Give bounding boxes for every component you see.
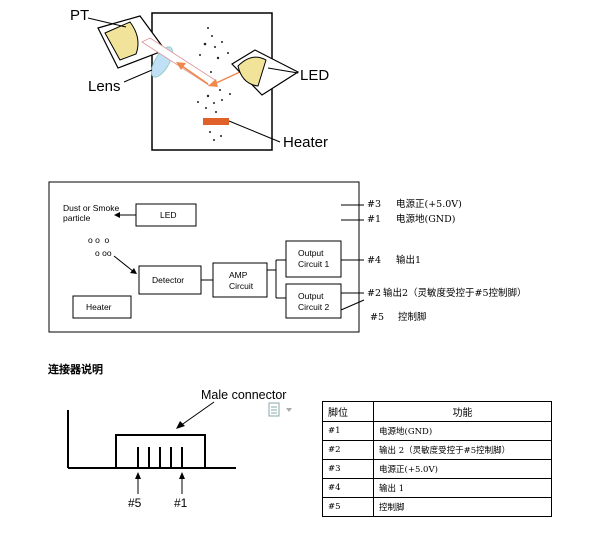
particles bbox=[197, 27, 231, 141]
pin5-lead bbox=[340, 299, 365, 311]
pin1-desc: 电源地(GND) bbox=[396, 213, 455, 225]
pin4-desc: 输出1 bbox=[396, 254, 421, 266]
amp-label-2: Circuit bbox=[229, 281, 254, 291]
table-row: #4 输出 1 bbox=[322, 478, 552, 498]
out1-label-1: Output bbox=[298, 248, 324, 258]
table-row: #2 输出 2（灵敏度受控于#5控制脚） bbox=[322, 440, 552, 460]
amp-box bbox=[212, 262, 268, 298]
table-row: #1 电源地(GND) bbox=[322, 421, 552, 441]
pin2-num: #2 bbox=[367, 288, 381, 299]
emit-arrowhead bbox=[208, 79, 218, 87]
pt-label: PT bbox=[70, 7, 89, 24]
led-box-label: LED bbox=[160, 210, 177, 220]
pin-cell: #1 bbox=[322, 421, 374, 441]
pin4-num: #4 bbox=[367, 255, 381, 266]
pin3-desc: 电源正(+5.0V) bbox=[396, 198, 462, 210]
male-connector-leader bbox=[179, 401, 215, 427]
led-label: LED bbox=[300, 67, 329, 84]
pin1-num: #1 bbox=[367, 214, 381, 225]
header-pin: 脚位 bbox=[322, 401, 374, 422]
scatter-arrow bbox=[181, 65, 209, 85]
pin1-arrowhead bbox=[179, 472, 185, 479]
led-arrowhead bbox=[114, 212, 120, 218]
detector-arrowhead bbox=[130, 268, 137, 274]
out2-label-1: Output bbox=[298, 291, 324, 301]
header-function: 功能 bbox=[373, 401, 552, 422]
table-row: #3 电源正(+5.0V) bbox=[322, 459, 552, 479]
heater-leader bbox=[228, 120, 281, 143]
connector-pins bbox=[137, 447, 183, 468]
detector-label: Detector bbox=[152, 275, 184, 285]
pin5-arrowhead bbox=[135, 472, 141, 479]
output-circuit-1-box bbox=[285, 240, 342, 278]
pin2-desc: 输出2（灵敏度受控于#5控制脚） bbox=[383, 287, 527, 299]
light-path bbox=[141, 37, 216, 87]
function-cell: 控制脚 bbox=[373, 497, 552, 517]
detector-box bbox=[138, 265, 202, 295]
pin-cell: #5 bbox=[322, 497, 374, 517]
pin-cell: #3 bbox=[322, 459, 374, 479]
pin-function-table: 脚位 功能 #1 电源地(GND) #2 输出 2（灵敏度受控于#5控制脚） #… bbox=[322, 401, 552, 517]
pt-leader bbox=[87, 17, 127, 28]
connector-heading: 连接器说明 bbox=[48, 363, 103, 376]
pin5-connector-label: #5 bbox=[128, 496, 142, 510]
pt-device bbox=[97, 15, 166, 69]
doc-icon bbox=[268, 402, 292, 417]
block-diagram-frame bbox=[48, 181, 360, 333]
emit-arrow bbox=[213, 71, 241, 85]
pin5-desc: 控制脚 bbox=[398, 311, 427, 323]
dust-label-1: Dust or Smoke bbox=[63, 203, 119, 213]
out1-label-2: Circuit 1 bbox=[298, 259, 329, 269]
pin3-num: #3 bbox=[367, 199, 381, 210]
output-circuit-2-box bbox=[285, 283, 342, 319]
dust-label-2: particle bbox=[63, 213, 91, 223]
pin5-num: #5 bbox=[370, 312, 384, 323]
dust-to-detector-line bbox=[113, 255, 135, 273]
heater-box bbox=[72, 295, 132, 319]
led-leader bbox=[267, 67, 299, 74]
pin-cell: #4 bbox=[322, 478, 374, 498]
heater-label: Heater bbox=[283, 134, 328, 151]
dots-2: o oo bbox=[95, 248, 112, 258]
pin1-connector-label: #1 bbox=[174, 496, 188, 510]
scatter-arrowhead bbox=[176, 62, 186, 70]
amp-label-1: AMP bbox=[229, 270, 248, 280]
function-cell: 输出 1 bbox=[373, 478, 552, 498]
table-header-row: 脚位 功能 bbox=[322, 401, 552, 422]
heater-element bbox=[203, 118, 229, 125]
led-device bbox=[231, 49, 300, 96]
dots-1: o o o bbox=[88, 235, 110, 245]
table-row: #5 控制脚 bbox=[322, 497, 552, 517]
male-connector-label: Male connector bbox=[201, 388, 286, 402]
lens-label: Lens bbox=[88, 78, 121, 95]
male-connector-arrowhead bbox=[176, 421, 185, 429]
heater-box-label: Heater bbox=[86, 302, 112, 312]
function-cell: 电源地(GND) bbox=[373, 421, 552, 441]
function-cell: 输出 2（灵敏度受控于#5控制脚） bbox=[373, 440, 552, 460]
pin-cell: #2 bbox=[322, 440, 374, 460]
out2-label-2: Circuit 2 bbox=[298, 302, 329, 312]
function-cell: 电源正(+5.0V) bbox=[373, 459, 552, 479]
lens-leader bbox=[123, 69, 153, 83]
